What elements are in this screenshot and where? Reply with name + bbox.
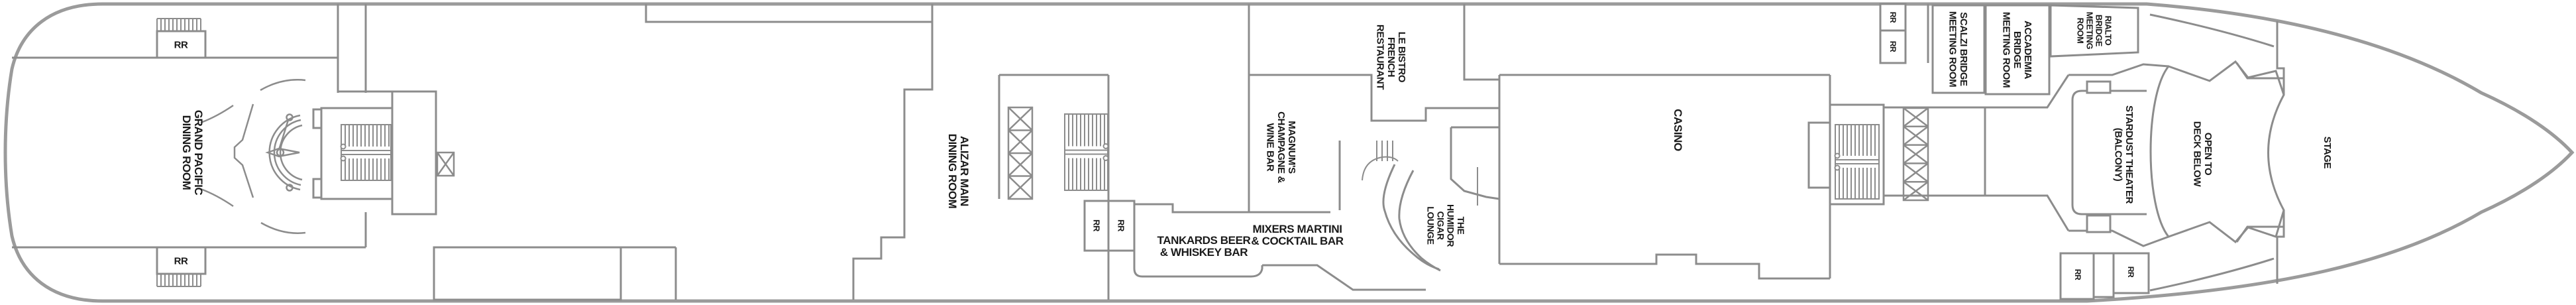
- label-restroom-stern-bottom: RR: [174, 255, 188, 267]
- stair-newel-post: [340, 155, 347, 162]
- label-restroom-theater-1: RR: [2073, 269, 2082, 280]
- elevator-icon: [436, 151, 455, 177]
- restroom-mid-1-box: [1083, 200, 1110, 252]
- elevator-icon: [1902, 107, 1929, 202]
- theater-open-well-outline: [2149, 60, 2285, 244]
- label-restroom-theater-2: RR: [2126, 267, 2135, 278]
- bow-inner-lines: [2149, 13, 2275, 292]
- scalzi-meeting-room-box: [1931, 4, 1986, 94]
- label-stardust-theater-balcony: STARDUST THEATER(BALCONY): [2113, 105, 2135, 204]
- label-le-bistro-french-restaurant: LE BISTROFRENCHRESTAURANT: [1375, 25, 1407, 90]
- restroom-mid-2-box: [1107, 200, 1136, 252]
- restroom-stern-top-box: [156, 30, 207, 59]
- stairs-icon: [341, 124, 392, 181]
- stairs-icon: [1835, 124, 1880, 200]
- stair-newel-post: [1102, 155, 1109, 161]
- elevator-icon: [1007, 106, 1034, 200]
- label-the-humidor-cigar-lounge: THEHUMIDORCIGARLOUNGE: [1425, 204, 1466, 247]
- label-tankards-beer-whiskey-bar: TANKARDS BEER& WHISKEY BAR: [1157, 234, 1251, 259]
- label-scalzi-bridge-meeting-room: SCALZI BRIDGEMEETING ROOM: [1947, 11, 1969, 87]
- label-open-to-deck-below: OPEN TODECK BELOW: [2192, 121, 2214, 188]
- bandstand-compass-icon: [200, 79, 306, 234]
- label-restroom-stern-top: RR: [174, 39, 188, 50]
- stair-newel-post: [1834, 164, 1841, 171]
- label-restroom-mid-2: RR: [1116, 219, 1126, 232]
- rialto-meeting-room-box: [2049, 4, 2139, 58]
- stairs-icon: [156, 18, 201, 31]
- gp-stair-enclosure-box: [320, 107, 394, 200]
- label-rialto-bridge-meeting-room: RIALTOBRIDGEMEETINGROOM: [2075, 12, 2113, 50]
- label-restroom-casino-2: RR: [1888, 41, 1898, 52]
- restroom-casino-2-box: [1879, 29, 1907, 64]
- service-room-box: [391, 90, 437, 215]
- galley-room-box: [433, 246, 622, 301]
- stair-newel-post: [1834, 152, 1841, 159]
- label-restroom-casino-1: RR: [1888, 12, 1898, 23]
- restroom-theater-2-box: [2112, 252, 2150, 294]
- label-magnums-champagne-wine-bar: MAGNUM'SCHAMPAGNE &WINE BAR: [1265, 111, 1297, 183]
- label-accademia-bridge-meeting-room: ACCADEMIABRIDGEMEETING ROOM: [2001, 12, 2033, 88]
- label-mixers-martini-cocktail-bar: MIXERS MARTINI& COCKTAIL BAR: [1251, 223, 1343, 247]
- stairs-icon: [1064, 113, 1108, 191]
- label-casino: CASINO: [1672, 109, 1684, 151]
- label-restroom-mid-1: RR: [1091, 219, 1101, 232]
- stair-newel-post: [340, 143, 347, 150]
- accademia-meeting-room-box: [1984, 4, 2051, 95]
- label-alizar-main-dining-room: ALIZAR MAINDINING ROOM: [946, 134, 971, 209]
- stairs-icon: [156, 274, 201, 287]
- stair-newel-post: [1102, 143, 1109, 149]
- label-stage: STAGE: [2322, 137, 2333, 169]
- room-boxes: [156, 3, 2150, 301]
- label-grand-pacific-dining-room: GRAND PACIFICDINING ROOM: [180, 110, 205, 196]
